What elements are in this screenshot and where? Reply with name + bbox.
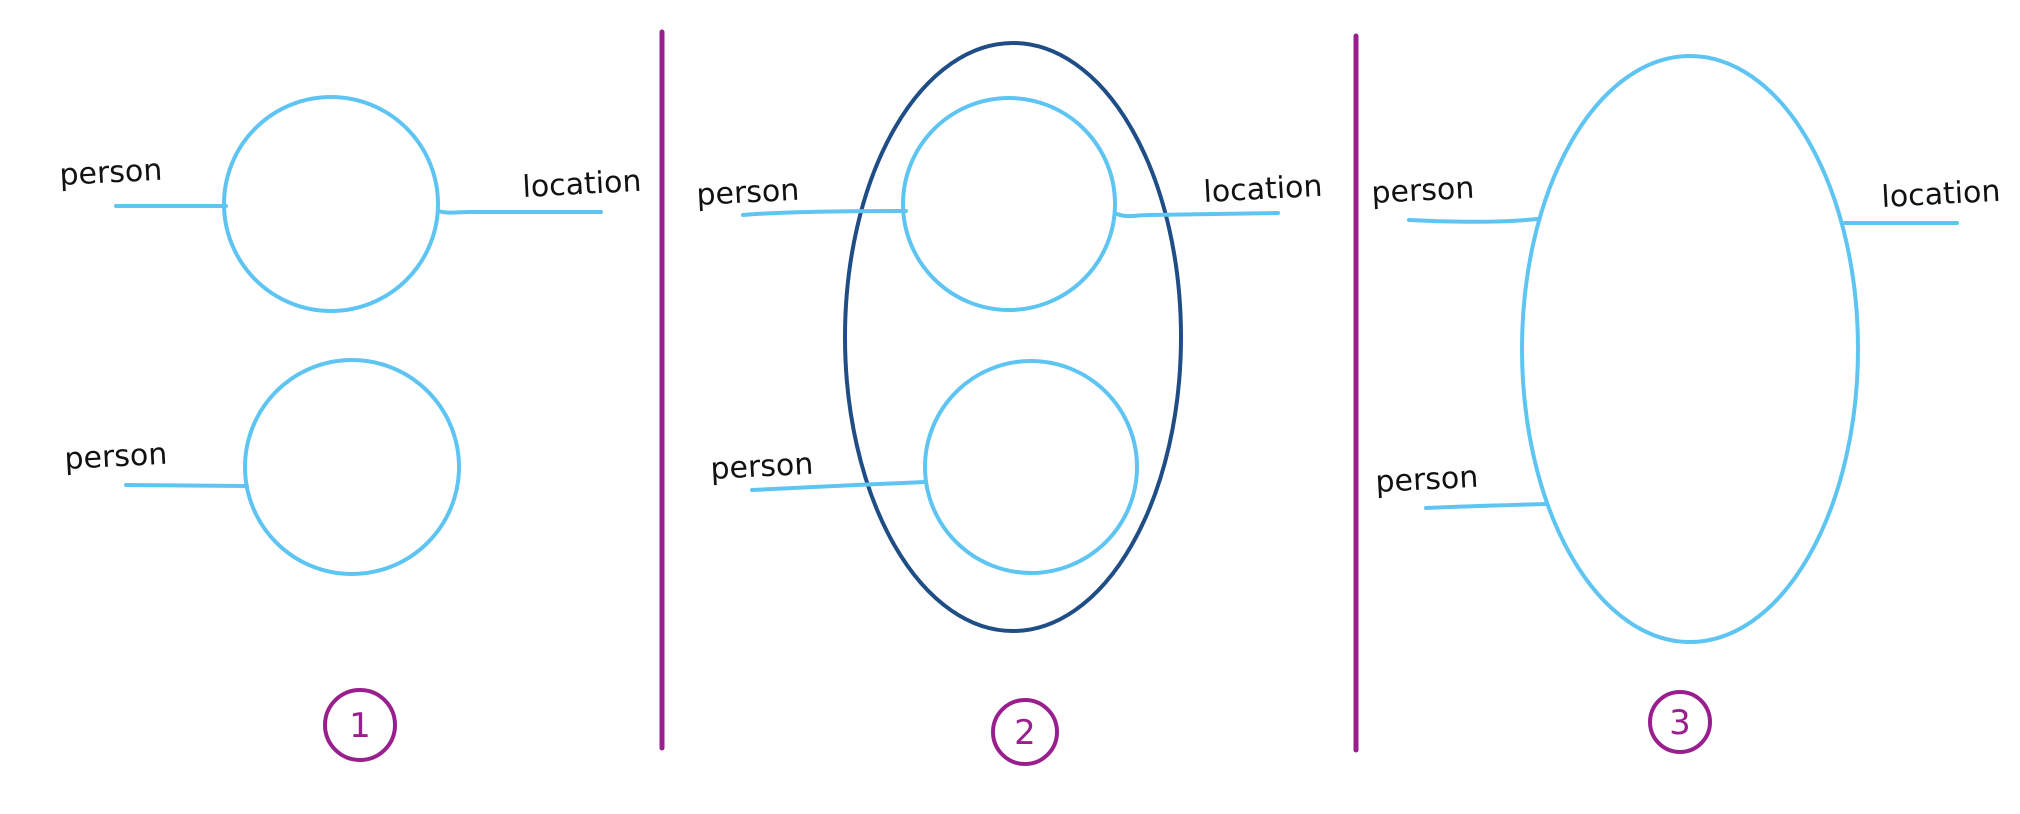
panel-1-bottom-left-label: person [64,437,169,477]
panel-2-top-right-label: location [1203,169,1324,210]
panel-3-number: 3 [1669,703,1691,743]
panel-2-bottom-left-line [750,480,927,492]
panel-1-top-left-label: person [59,153,164,193]
panel-3-top-right-label: location [1881,174,2002,215]
panel-1: person location person 1 [59,95,643,762]
panel-1-bottom-left-line [124,483,249,488]
panel-2-number: 2 [1014,713,1036,753]
panel-2-top-right-line [1115,211,1280,219]
panel-1-top-right-line [436,209,603,215]
panel-1-top-circle [222,95,440,313]
panel-3-top-left-line [1407,217,1539,224]
panel-2-top-left-line [741,209,908,217]
panel-3-merged-ellipse [1520,54,1860,644]
panel-2-number-circle [991,698,1059,766]
panel-3-top-left-label: person [1371,171,1476,211]
panel-1-number: 1 [349,706,371,746]
panel-3-bottom-left-label: person [1375,460,1480,500]
panel-2-bottom-circle [923,359,1139,575]
panel-1-top-right-label: location [522,164,643,205]
panel-3: person location person 3 [1371,54,2002,754]
panel-2-bottom-left-label: person [710,447,815,487]
panel-3-bottom-left-line [1424,502,1548,510]
panel-1-bottom-circle [243,358,461,576]
panel-1-number-circle [323,688,397,762]
panel-2-top-left-label: person [696,173,801,213]
panel-2-top-circle [901,96,1117,312]
panel-2: person location person 2 [696,41,1324,766]
panel-2-outer-ellipse [843,41,1183,633]
panel-3-number-circle [1648,690,1712,754]
